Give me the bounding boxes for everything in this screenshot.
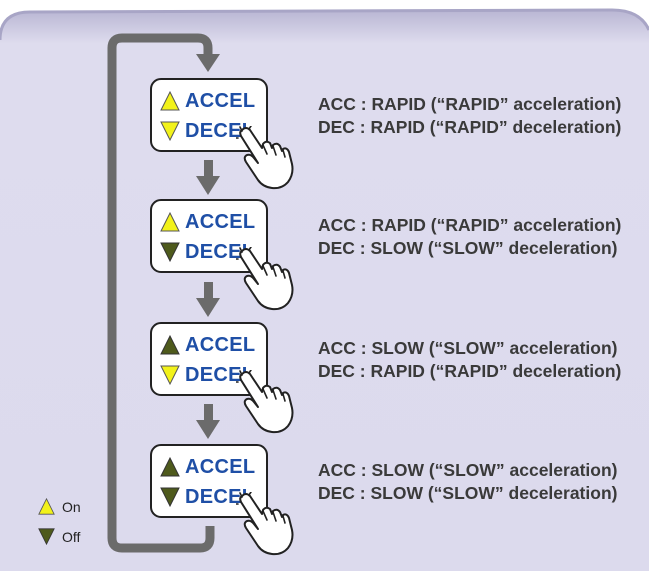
step-3-accel-row: ACCEL	[160, 330, 255, 360]
step-1-decel-row: DECEL	[160, 116, 254, 146]
step-2-dec-text: DEC : SLOW (“SLOW” deceleration)	[318, 238, 618, 258]
step-2-accel-row: ACCEL	[160, 207, 255, 237]
step-1-panel: ACCEL DECEL	[150, 78, 294, 190]
legend-off-label: Off	[62, 528, 81, 545]
step-2-acc-text: ACC : RAPID (“RAPID” acceleration)	[318, 215, 622, 235]
step-3-panel: ACCEL DECEL	[150, 322, 294, 434]
step-1-decel-triangle-down-icon	[160, 121, 180, 141]
step-2-accel-triangle-up-icon	[160, 212, 180, 232]
step-4-decel-triangle-down-icon	[160, 487, 180, 507]
legend-on-label: On	[62, 498, 81, 515]
legend-on-triangle-up-icon	[38, 498, 55, 515]
step-1-dec-text: DEC : RAPID (“RAPID” deceleration)	[318, 117, 622, 137]
step-3-description: ACC : SLOW (“SLOW” acceleration) DEC : R…	[318, 337, 621, 383]
step-1-decel-label: DECEL	[185, 119, 255, 142]
step-2-decel-label: DECEL	[185, 240, 255, 263]
step-3-accel-label: ACCEL	[185, 333, 256, 356]
step-2-decel-row: DECEL	[160, 237, 254, 267]
step-2-panel: ACCEL DECEL	[150, 199, 294, 311]
step-3-decel-label: DECEL	[185, 363, 255, 386]
step-4-description: ACC : SLOW (“SLOW” acceleration) DEC : S…	[318, 459, 617, 505]
step-4-accel-row: ACCEL	[160, 452, 255, 482]
loop-arrowhead	[196, 54, 220, 72]
down-arrow-2	[196, 282, 220, 317]
step-3-decel-row: DECEL	[160, 360, 254, 390]
step-4-decel-row: DECEL	[160, 482, 254, 512]
step-4-accel-label: ACCEL	[185, 455, 256, 478]
step-4-decel-label: DECEL	[185, 485, 255, 508]
step-4-acc-text: ACC : SLOW (“SLOW” acceleration)	[318, 460, 618, 480]
step-3-acc-text: ACC : SLOW (“SLOW” acceleration)	[318, 338, 618, 358]
step-2-decel-triangle-down-icon	[160, 242, 180, 262]
step-3-pointing-hand-icon	[236, 370, 294, 434]
step-1-pointing-hand-icon	[236, 126, 294, 190]
step-4-dec-text: DEC : SLOW (“SLOW” deceleration)	[318, 483, 618, 503]
step-2-description: ACC : RAPID (“RAPID” acceleration) DEC :…	[318, 214, 621, 260]
step-4-accel-triangle-up-icon	[160, 457, 180, 477]
down-arrow-1	[196, 160, 220, 195]
step-1-description: ACC : RAPID (“RAPID” acceleration) DEC :…	[318, 93, 621, 139]
legend-off: Off	[38, 528, 80, 545]
step-3-dec-text: DEC : RAPID (“RAPID” deceleration)	[318, 361, 622, 381]
step-1-accel-triangle-up-icon	[160, 91, 180, 111]
legend-off-triangle-down-icon	[38, 528, 55, 545]
step-1-acc-text: ACC : RAPID (“RAPID” acceleration)	[318, 94, 622, 114]
step-2-pointing-hand-icon	[236, 247, 294, 311]
step-4-panel: ACCEL DECEL	[150, 444, 294, 556]
step-3-accel-triangle-up-icon	[160, 335, 180, 355]
step-4-pointing-hand-icon	[236, 492, 294, 556]
step-2-accel-label: ACCEL	[185, 210, 256, 233]
step-3-decel-triangle-down-icon	[160, 365, 180, 385]
cycle-loop-arrow	[107, 33, 215, 553]
step-1-accel-row: ACCEL	[160, 86, 255, 116]
down-arrow-3	[196, 404, 220, 439]
step-1-accel-label: ACCEL	[185, 89, 256, 112]
legend-on: On	[38, 498, 81, 515]
